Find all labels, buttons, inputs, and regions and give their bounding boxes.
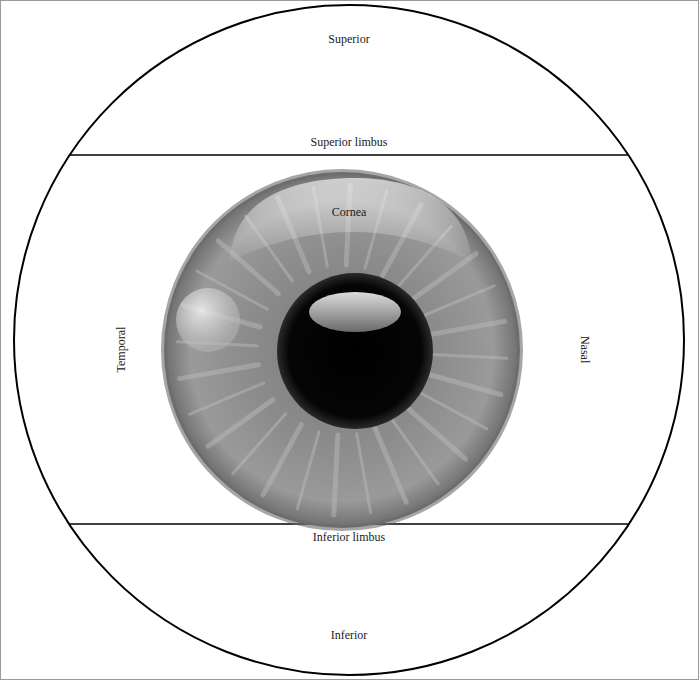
- iris-ray: [375, 428, 406, 502]
- iris-ray: [190, 383, 264, 414]
- iris-ray: [420, 286, 494, 317]
- iris-rim: [164, 172, 520, 528]
- iris-ray: [392, 419, 439, 484]
- iris-ray: [208, 400, 273, 447]
- outer-circle: [14, 5, 684, 675]
- iris-ray: [263, 425, 301, 495]
- region-label: Superior limbus: [311, 136, 388, 149]
- iris-ray: [334, 435, 338, 515]
- iris: [164, 172, 520, 528]
- pupil-highlight: [309, 292, 401, 332]
- region-label: Inferior limbus: [313, 531, 385, 544]
- iris-ray: [426, 321, 505, 335]
- iris-ray: [411, 254, 476, 301]
- side-label: Nasal: [578, 336, 591, 363]
- iris-ray: [297, 432, 319, 509]
- iris-ray: [180, 365, 259, 379]
- small-reflection: [176, 288, 240, 352]
- iris-ray: [427, 354, 507, 358]
- iris-ray: [357, 434, 371, 513]
- region-label: Superior: [328, 33, 369, 46]
- region-label: Inferior: [331, 629, 368, 642]
- side-label: Temporal: [115, 327, 128, 373]
- corneal-reflection: [230, 178, 472, 262]
- superior-limbus-line: [0, 154, 699, 156]
- pupil: [277, 273, 433, 429]
- iris-ray: [424, 373, 501, 395]
- part-label: Cornea: [332, 206, 367, 219]
